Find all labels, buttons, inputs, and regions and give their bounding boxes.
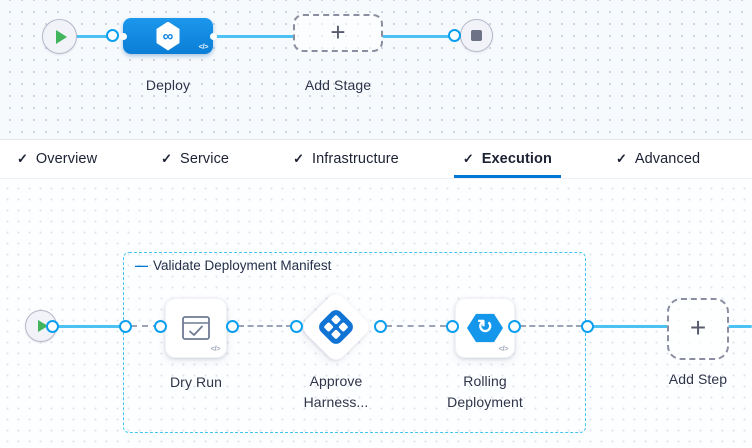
tab-overview[interactable]: ✓ Overview xyxy=(17,151,98,167)
step-group-label[interactable]: Validate Deployment Manifest xyxy=(153,258,332,273)
plus-icon: + xyxy=(689,312,707,343)
play-icon xyxy=(38,320,48,332)
stage-port[interactable] xyxy=(106,29,119,42)
check-icon: ✓ xyxy=(615,151,627,166)
add-stage-button[interactable]: + xyxy=(293,14,383,52)
stage-port[interactable] xyxy=(448,29,461,42)
add-step-label: Add Step xyxy=(668,371,728,387)
harness-cd-icon: ∞ xyxy=(156,21,180,51)
deploy-stage-label: Deploy xyxy=(145,77,191,93)
stage-left-port xyxy=(119,32,127,40)
stage-connector-line xyxy=(382,35,456,38)
exec-port[interactable] xyxy=(446,320,459,333)
exec-port[interactable] xyxy=(374,320,387,333)
exec-port[interactable] xyxy=(46,320,59,333)
stage-connector-line xyxy=(212,35,294,38)
tab-advanced[interactable]: ✓ Advanced xyxy=(615,151,701,167)
exec-dashed-line xyxy=(238,325,292,327)
add-step-button[interactable]: + xyxy=(667,298,729,360)
stage-connector-line xyxy=(76,35,114,38)
exec-connector-line xyxy=(592,325,668,328)
yaml-code-icon[interactable]: </> xyxy=(210,344,221,353)
stage-pipeline-canvas: ∞ </> + Deploy Add Stage xyxy=(0,0,752,139)
stage-config-tabs: ✓ Overview ✓ Service ✓ Infrastructure ✓ … xyxy=(0,139,752,179)
collapse-icon[interactable]: — xyxy=(135,258,148,273)
yaml-code-icon[interactable]: </> xyxy=(498,344,509,353)
exec-port[interactable] xyxy=(508,320,521,333)
check-icon: ✓ xyxy=(161,151,173,166)
exec-port[interactable] xyxy=(226,320,239,333)
step-node-rolling-deployment[interactable]: ↻ </> xyxy=(455,298,515,358)
exec-dashed-line xyxy=(520,325,582,327)
exec-port[interactable] xyxy=(290,320,303,333)
play-icon xyxy=(56,29,67,44)
tab-service[interactable]: ✓ Service xyxy=(161,151,230,167)
exec-port[interactable] xyxy=(154,320,167,333)
stop-icon xyxy=(471,30,482,41)
execution-canvas: — Validate Deployment Manifest </> xyxy=(0,179,752,448)
step-group-container[interactable]: — Validate Deployment Manifest xyxy=(123,252,586,433)
check-icon: ✓ xyxy=(17,151,28,166)
plus-icon: + xyxy=(330,17,346,47)
exec-connector-line xyxy=(55,325,127,328)
exec-connector-line xyxy=(728,325,752,328)
exec-port[interactable] xyxy=(581,320,594,333)
check-icon: ✓ xyxy=(293,151,305,166)
pipeline-end-node[interactable] xyxy=(460,19,493,52)
exec-dashed-line xyxy=(131,325,159,327)
pipeline-start-node[interactable] xyxy=(42,19,77,54)
step-label-rolling: Rolling Deployment xyxy=(447,373,523,410)
deploy-stage-node[interactable]: ∞ </> xyxy=(119,18,217,54)
yaml-code-icon[interactable]: </> xyxy=(198,42,209,51)
step-node-dry-run[interactable]: </> xyxy=(165,298,227,358)
tab-infrastructure[interactable]: ✓ Infrastructure xyxy=(293,151,399,167)
check-icon: ✓ xyxy=(462,151,474,166)
rolling-deployment-icon: ↻ xyxy=(467,313,503,343)
tab-execution[interactable]: ✓ Execution xyxy=(454,140,561,178)
add-stage-label: Add Stage xyxy=(304,77,372,93)
step-group-header: — Validate Deployment Manifest xyxy=(135,258,331,273)
exec-dashed-line xyxy=(386,325,446,327)
step-label-approve: Approve Harness... xyxy=(303,373,369,410)
stage-right-port xyxy=(209,32,217,40)
step-label-dry-run: Dry Run xyxy=(169,374,223,390)
dry-run-icon xyxy=(182,315,210,340)
exec-port[interactable] xyxy=(119,320,132,333)
